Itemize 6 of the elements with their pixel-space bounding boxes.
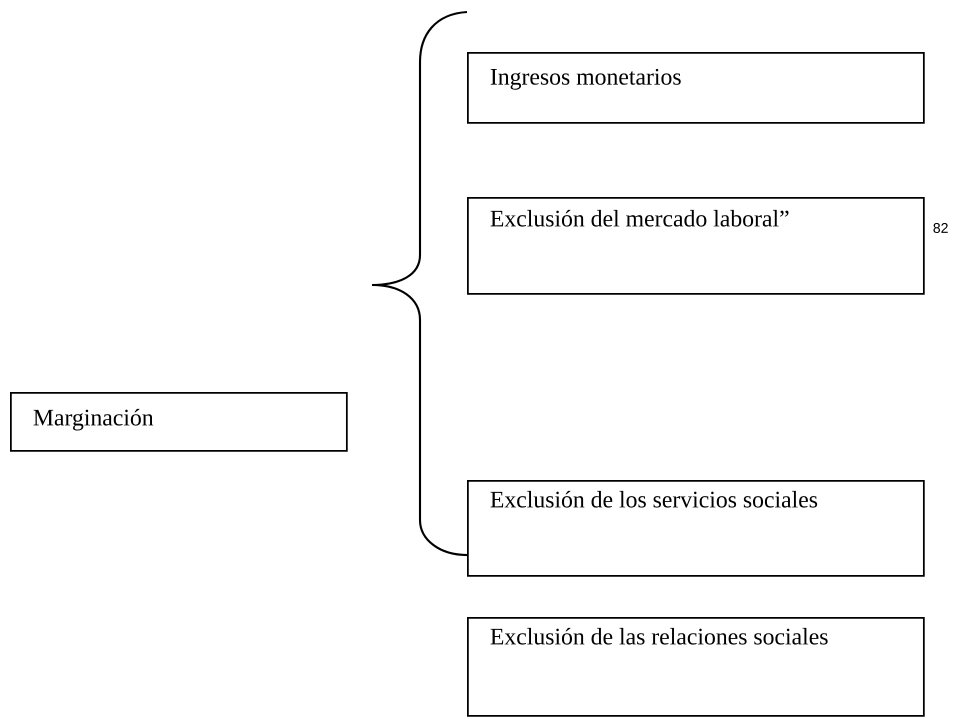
footnote-number: 82: [933, 223, 948, 233]
text-box: Ingresos monetarios: [467, 52, 925, 124]
text-box: Exclusión de las relaciones sociales: [467, 617, 925, 717]
text-box: Exclusión del mercado laboral”: [467, 197, 925, 295]
text-box: Exclusión de los servicios sociales: [467, 480, 925, 577]
text-box: Marginación: [10, 392, 348, 452]
